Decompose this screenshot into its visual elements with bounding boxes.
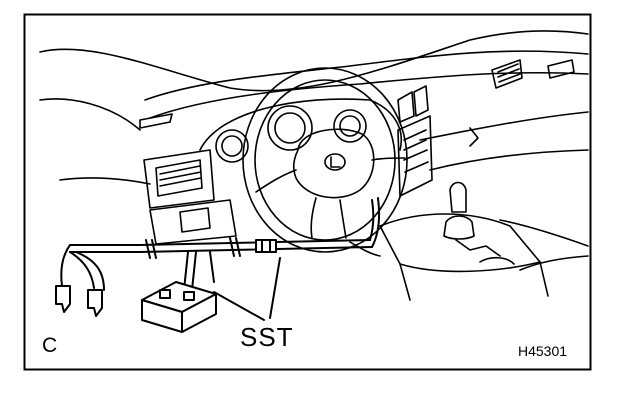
right-floor-line	[499, 219, 589, 247]
harness-main-upper	[69, 239, 371, 246]
right-dash-lower	[419, 111, 589, 141]
right-upper-vent	[491, 59, 523, 89]
dashboard-drawing	[39, 30, 589, 301]
dash-top-edge	[144, 50, 589, 101]
gauge-left	[215, 129, 249, 163]
diagram-frame	[23, 13, 592, 371]
cluster-hood	[199, 98, 402, 151]
windshield-base-line	[39, 30, 589, 92]
panel-label: C	[42, 334, 58, 357]
gauge-right	[333, 109, 367, 143]
left-dash-vent	[155, 159, 203, 197]
gauge-left-inner	[221, 135, 243, 157]
figure-code: H45301	[518, 343, 568, 359]
steering-wheel-rim-outer	[242, 67, 408, 253]
harness-drop-right	[209, 251, 215, 283]
center-vent-right	[413, 85, 429, 117]
harness-left-branch-c	[75, 251, 105, 291]
sst-box-terminal-left	[159, 289, 171, 299]
steering-emblem-mark	[330, 156, 341, 168]
left-dash-panel	[143, 149, 215, 209]
left-knee-panel	[59, 177, 151, 185]
harness-connector	[255, 239, 277, 253]
steering-spoke-left	[255, 169, 297, 193]
right-door-line	[469, 127, 479, 147]
harness-main-lower	[69, 246, 373, 253]
left-dash-vent-slats	[159, 165, 202, 187]
steering-column	[349, 241, 381, 257]
sst-box-terminal-right	[183, 291, 195, 301]
center-console-side	[399, 261, 549, 301]
right-seat-edge	[519, 255, 589, 271]
harness-left-branch-b	[69, 251, 95, 289]
right-corner-vent	[547, 59, 575, 79]
harness-break-1	[145, 239, 157, 259]
steering-spoke-right	[371, 157, 406, 161]
sst-leader-lines	[213, 257, 281, 321]
harness-left-branch-a	[60, 244, 71, 287]
harness-connector-detail	[261, 239, 271, 253]
gauge-center-inner	[274, 112, 306, 144]
right-dash-curve	[429, 149, 589, 171]
center-stack-panel	[397, 115, 433, 197]
shifter-knob	[449, 181, 467, 213]
right-upper-vent-slats	[497, 63, 521, 83]
steering-spoke-lower-2	[339, 199, 347, 239]
center-stack-buttons	[403, 129, 429, 173]
dash-top-inner	[149, 71, 589, 119]
harness-to-column	[369, 197, 381, 248]
left-defrost-vent	[139, 113, 173, 129]
gauge-right-inner	[339, 115, 361, 137]
clip-left	[55, 285, 71, 313]
sst-harness	[55, 197, 381, 321]
sst-label: SST	[240, 322, 294, 352]
steering-hub	[293, 128, 375, 199]
left-a-pillar	[39, 98, 141, 131]
sst-box-side	[181, 293, 217, 333]
center-vent-left	[397, 91, 415, 123]
steering-spoke-lower	[310, 197, 317, 239]
shifter-boot	[443, 215, 475, 240]
lower-left-dash	[149, 199, 237, 245]
steering-emblem	[324, 153, 346, 171]
shifter-gate	[455, 239, 501, 257]
harness-break-2	[229, 237, 241, 257]
gauge-center	[267, 105, 313, 151]
clip-right	[87, 289, 103, 317]
lower-left-switch	[179, 207, 211, 233]
sst-box	[141, 281, 217, 333]
console-cupholder	[479, 256, 515, 265]
